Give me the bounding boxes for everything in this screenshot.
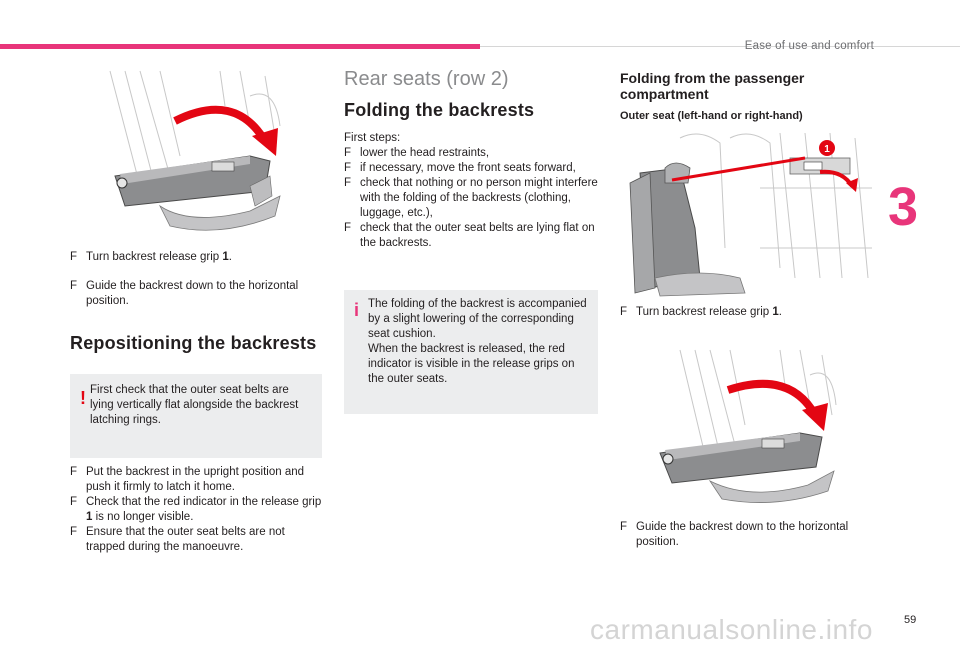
backrest-folding-illustration (650, 345, 850, 505)
section-title: Ease of use and comfort (744, 40, 874, 52)
heading-folding: Folding the backrests (344, 100, 535, 120)
watermark: carmanualsonline.info (590, 614, 873, 645)
callout-number: 1 (824, 144, 830, 155)
first-steps-label: First steps: (344, 132, 401, 144)
page-number: 59 (904, 614, 917, 626)
warning-note: ! First check that the outer seat belts … (70, 374, 322, 458)
chapter-number: 3 (888, 177, 919, 237)
folded-backrest-illustration (100, 66, 300, 236)
info-note: i The folding of the backrest is accompa… (344, 290, 598, 414)
header-accent-bar (0, 44, 480, 49)
header-rule (480, 46, 960, 47)
seat-release-illustration: 1 (620, 128, 875, 298)
heading-repositioning: Repositioning the backrests (70, 333, 317, 353)
warning-icon: ! (80, 388, 86, 408)
info-icon: i (354, 300, 360, 320)
subheading-outer-seat: Outer seat (left-hand or right-hand) (620, 110, 803, 122)
heading-passenger-compartment: Folding from the passenger compartment (620, 70, 805, 102)
page-heading: Rear seats (row 2) (344, 68, 509, 90)
warning-text: First check that the outer seat belts ar… (90, 384, 299, 426)
info-text: The folding of the backrest is accompani… (368, 298, 587, 385)
